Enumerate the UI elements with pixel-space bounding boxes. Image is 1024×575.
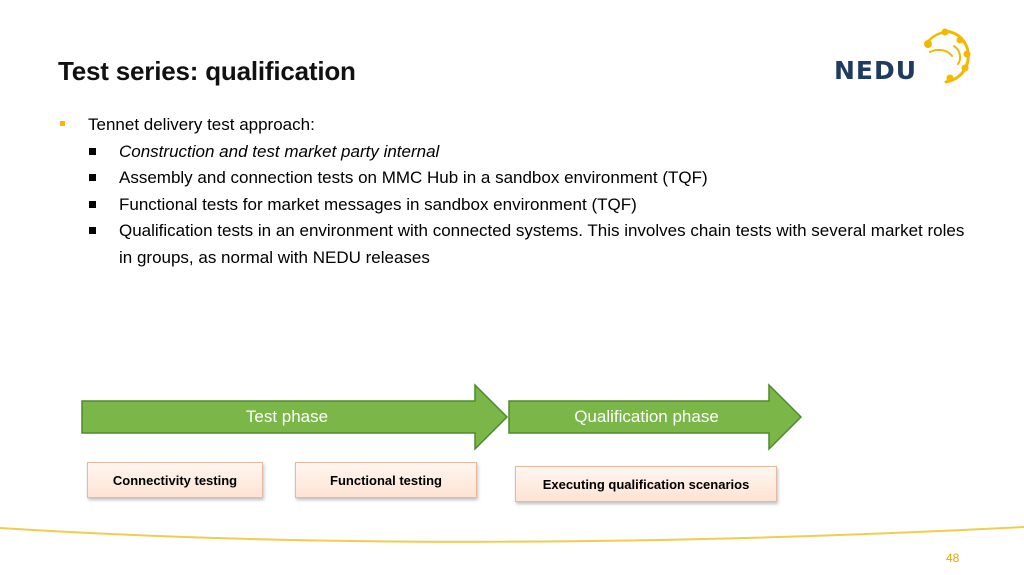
sub-bullet-item: Construction and test market party inter… <box>58 139 978 166</box>
sub-bullet-text: Functional tests for market messages in … <box>119 194 637 214</box>
sub-bullet-square-icon <box>89 147 96 155</box>
slide-title: Test series: qualification <box>58 56 356 86</box>
logo-text: NEDU <box>834 56 918 85</box>
bullet-list: Tennet delivery test approach: Construct… <box>58 112 978 271</box>
sub-bullet-item: Assembly and connection tests on MMC Hub… <box>58 165 978 192</box>
page-number: 48 <box>946 551 960 565</box>
footer-curve <box>0 526 1024 543</box>
bullet-text: Tennet delivery test approach: <box>88 115 315 134</box>
bullet-square-icon <box>60 121 65 126</box>
sub-bullet-item: Qualification tests in an environment wi… <box>58 218 978 271</box>
sub-bullet-text: Assembly and connection tests on MMC Hub… <box>119 168 708 187</box>
nedu-people-circle-icon <box>924 28 971 84</box>
sub-bullet-item: Functional tests for market messages in … <box>58 192 978 219</box>
qualification-phase-label: Qualification phase <box>574 407 719 426</box>
sub-bullet-square-icon <box>89 227 96 234</box>
sub-bullet-square-icon <box>89 174 96 181</box>
test-phase-arrow <box>81 383 509 451</box>
sub-bullet-square-icon <box>89 200 96 208</box>
executing-qualification-scenarios-box: Executing qualification scenarios <box>515 466 777 502</box>
connectivity-testing-box: Connectivity testing <box>87 462 263 498</box>
sub-bullet-text: Qualification tests in an environment wi… <box>119 221 965 267</box>
nedu-logo: NEDU <box>832 28 972 86</box>
functional-testing-box: Functional testing <box>295 462 477 498</box>
test-phase-label: Test phase <box>245 407 329 426</box>
qualification-phase-arrow <box>508 383 803 451</box>
bullet-item-main: Tennet delivery test approach: <box>58 112 978 139</box>
sub-bullet-text: Construction and test market party inter… <box>119 141 440 161</box>
